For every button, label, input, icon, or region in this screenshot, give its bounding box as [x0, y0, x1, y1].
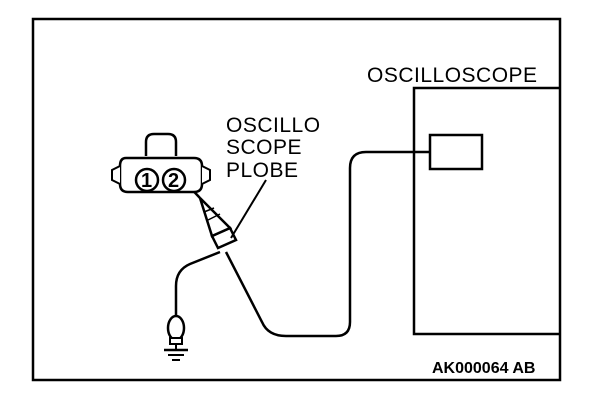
ground-lead — [174, 250, 221, 318]
oscilloscope-box — [412, 86, 560, 336]
ground-bulb-icon — [164, 314, 188, 361]
oscilloscope-input — [428, 133, 484, 171]
probe-cable — [224, 150, 430, 338]
oscilloscope-probe — [182, 179, 238, 250]
probe-leader-line — [230, 179, 267, 239]
connector-icon — [111, 132, 211, 194]
figure-code: AK000064 AB — [432, 360, 535, 377]
probe-label-line2: SCOPE — [226, 136, 302, 159]
diagram-frame — [31, 17, 562, 382]
oscilloscope-label: OSCILLOSCOPE — [367, 64, 538, 87]
pin-2-label: 2 — [168, 170, 179, 192]
probe-label-line1: OSCILLO — [226, 114, 321, 137]
probe-label-line3: PLOBE — [226, 159, 299, 182]
pin-1-label: 1 — [141, 170, 152, 192]
